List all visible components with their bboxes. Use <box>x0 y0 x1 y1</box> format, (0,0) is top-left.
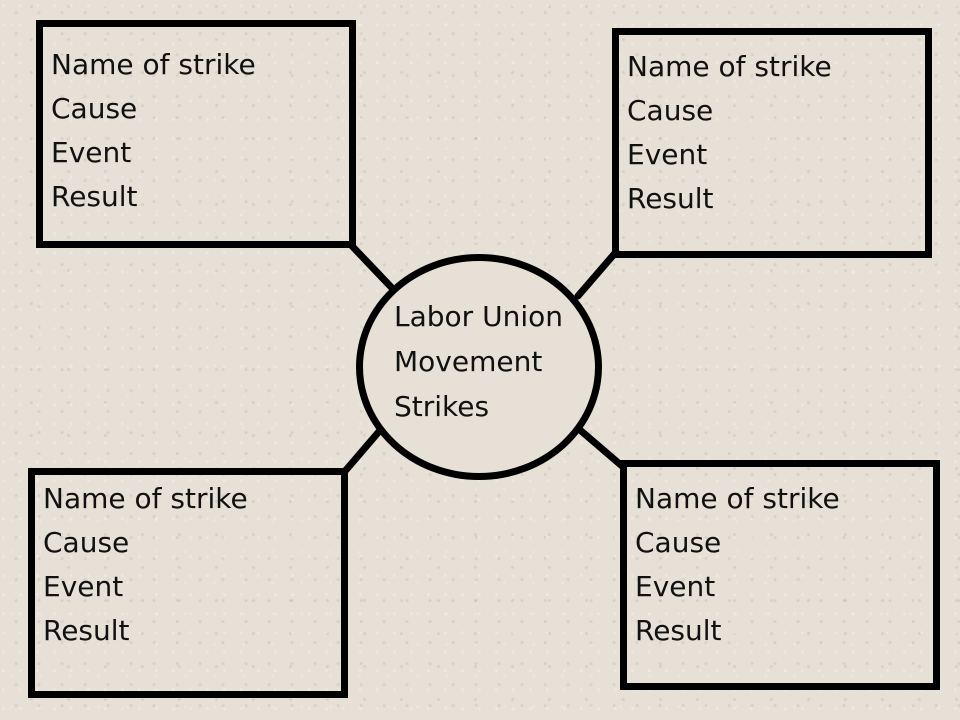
box-bottom-right-result: Result <box>635 614 722 647</box>
box-bottom-right-name: Name of strike <box>635 482 840 515</box>
connector-bottom-left <box>342 424 386 474</box>
box-top-right-event: Event <box>627 138 708 171</box>
box-top-left-cause: Cause <box>51 92 138 125</box>
center-topic: Labor Union Movement Strikes <box>394 294 563 429</box>
box-top-right-result: Result <box>627 182 714 215</box>
box-bottom-left: Name of strike Cause Event Result <box>28 468 348 698</box>
box-bottom-right-cause: Cause <box>635 526 722 559</box>
box-top-left-result: Result <box>51 180 138 213</box>
box-bottom-left-result: Result <box>43 614 130 647</box>
center-circle <box>356 254 602 480</box>
box-bottom-left-name: Name of strike <box>43 482 248 515</box>
box-top-left-event: Event <box>51 136 132 169</box>
box-top-right: Name of strike Cause Event Result <box>612 28 932 258</box>
connector-top-left <box>348 242 396 292</box>
box-bottom-right: Name of strike Cause Event Result <box>620 460 940 690</box>
box-bottom-right-event: Event <box>635 570 716 603</box>
connector-bottom-right <box>576 426 626 470</box>
box-bottom-left-event: Event <box>43 570 124 603</box>
center-line-3: Strikes <box>394 390 490 423</box>
box-bottom-left-cause: Cause <box>43 526 130 559</box>
box-top-right-cause: Cause <box>627 94 714 127</box>
center-line-2: Movement <box>394 345 543 378</box>
center-line-1: Labor Union <box>394 300 563 333</box>
box-top-right-name: Name of strike <box>627 50 832 83</box>
box-top-left-name: Name of strike <box>51 48 256 81</box>
connector-top-right <box>574 248 620 300</box>
box-top-left: Name of strike Cause Event Result <box>36 20 356 248</box>
